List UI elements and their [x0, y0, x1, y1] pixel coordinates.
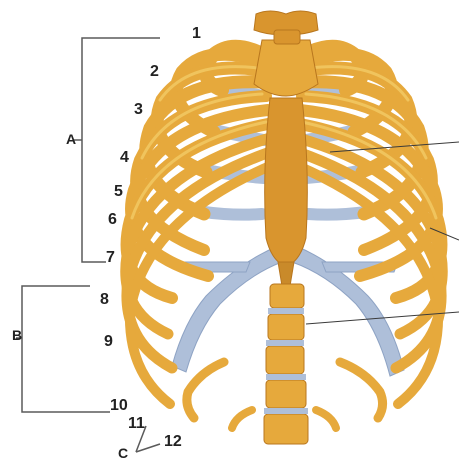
rib-number-5: 5: [114, 184, 123, 200]
ribs-right: [298, 47, 442, 428]
rib-number-4: 4: [120, 150, 129, 166]
xiphoid-process: [278, 262, 294, 286]
rib-number-8: 8: [100, 292, 109, 308]
rib-number-11: 11: [128, 416, 145, 432]
rib-number-10: 10: [110, 398, 128, 414]
rib-number-6: 6: [108, 212, 117, 228]
rib-number-1: 1: [192, 26, 201, 42]
ribs-left: [126, 47, 270, 428]
manubrium: [254, 11, 318, 96]
sternum-body: [265, 98, 308, 266]
rib-number-7: 7: [106, 250, 115, 266]
rib-number-9: 9: [104, 334, 113, 350]
rib-number-12: 12: [164, 434, 182, 450]
bracket-b: [16, 286, 110, 412]
group-label-a: A: [66, 132, 76, 146]
rib-number-3: 3: [134, 102, 143, 118]
group-label-b: B: [12, 328, 22, 342]
rib-number-2: 2: [150, 64, 159, 80]
group-label-c: C: [118, 446, 128, 460]
